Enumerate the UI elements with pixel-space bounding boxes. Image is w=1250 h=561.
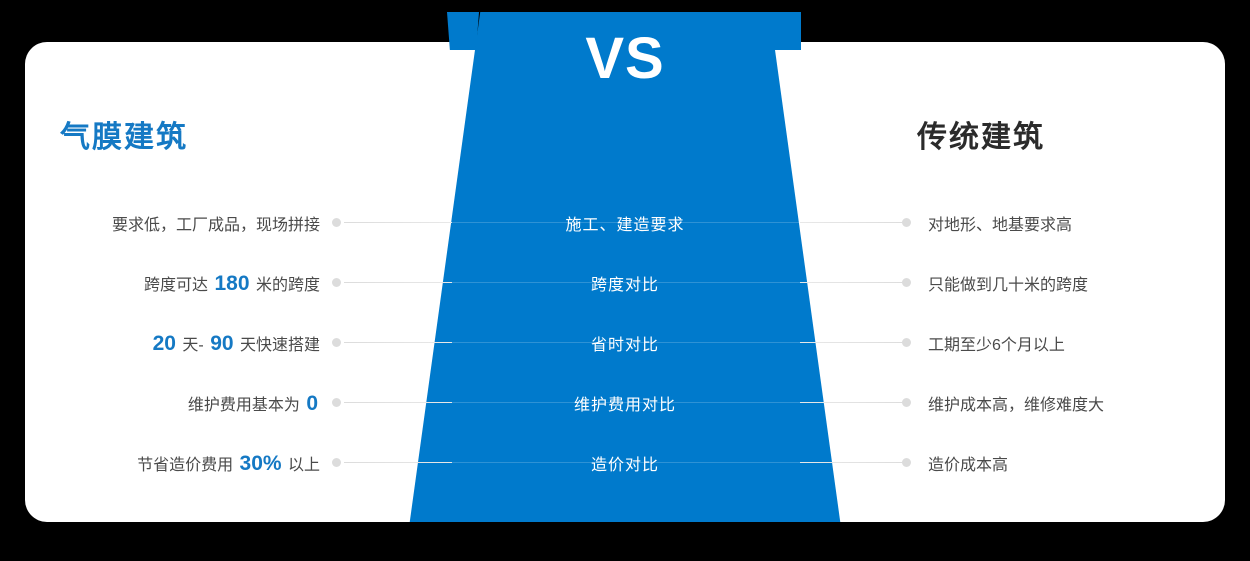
connector-line-left xyxy=(344,342,452,343)
row-category-label: 维护费用对比 xyxy=(573,397,676,414)
vs-wedge xyxy=(409,12,841,522)
connector-line-right xyxy=(800,342,908,343)
connector-dot-left xyxy=(332,398,341,407)
row-category-label: 省时对比 xyxy=(590,337,659,354)
row-left-text: 要求低，工厂成品，现场拼接 xyxy=(111,217,320,234)
connector-dot-right xyxy=(902,278,911,287)
connector-line-right xyxy=(800,282,908,283)
connector-line-right xyxy=(800,462,908,463)
row-left-text: 20 天- 90 天快速搭建 xyxy=(152,331,320,355)
connector-dot-right xyxy=(902,398,911,407)
connector-line-left xyxy=(344,462,452,463)
wedge-divider-line xyxy=(452,402,800,403)
connector-line-right xyxy=(800,222,908,223)
heading-right: 传统建筑 xyxy=(917,121,1045,154)
row-left-text: 维护费用基本为 0 xyxy=(187,391,318,415)
connector-dot-right xyxy=(902,338,911,347)
comparison-row: 维护费用基本为 0 维护费用对比 维护成本高，维修难度大 xyxy=(0,390,1250,416)
connector-dot-left xyxy=(332,218,341,227)
comparison-row: 跨度可达 180 米的跨度 跨度对比 只能做到几十米的跨度 xyxy=(0,270,1250,296)
row-category-label: 跨度对比 xyxy=(590,277,659,294)
row-right-text: 造价成本高 xyxy=(928,457,1009,474)
wedge-divider-line xyxy=(452,282,800,283)
connector-dot-left xyxy=(332,458,341,467)
comparison-row: 20 天- 90 天快速搭建 省时对比 工期至少6个月以上 xyxy=(0,330,1250,356)
connector-line-left xyxy=(344,402,452,403)
row-right-text: 工期至少6个月以上 xyxy=(928,337,1065,354)
row-category-label: 造价对比 xyxy=(590,457,659,474)
connector-line-left xyxy=(344,282,452,283)
row-left-text: 跨度可达 180 米的跨度 xyxy=(144,271,320,295)
comparison-row: 节省造价费用 30% 以上 造价对比 造价成本高 xyxy=(0,450,1250,476)
connector-dot-right xyxy=(902,218,911,227)
connector-dot-left xyxy=(332,338,341,347)
wedge-tab-left xyxy=(447,12,479,50)
wedge-divider-line xyxy=(452,462,800,463)
row-left-text: 节省造价费用 30% 以上 xyxy=(137,451,320,475)
connector-line-left xyxy=(344,222,452,223)
heading-left: 气膜建筑 xyxy=(60,121,188,154)
row-right-text: 只能做到几十米的跨度 xyxy=(928,277,1089,294)
row-right-text: 对地形、地基要求高 xyxy=(928,217,1073,234)
vs-label: VS xyxy=(585,26,665,91)
wedge-divider-line xyxy=(452,342,800,343)
wedge-divider-line xyxy=(452,222,800,223)
connector-dot-left xyxy=(332,278,341,287)
comparison-row: 要求低，工厂成品，现场拼接 施工、建造要求 对地形、地基要求高 xyxy=(0,210,1250,236)
row-right-text: 维护成本高，维修难度大 xyxy=(928,397,1105,414)
connector-line-right xyxy=(800,402,908,403)
connector-dot-right xyxy=(902,458,911,467)
row-category-label: 施工、建造要求 xyxy=(565,217,685,234)
